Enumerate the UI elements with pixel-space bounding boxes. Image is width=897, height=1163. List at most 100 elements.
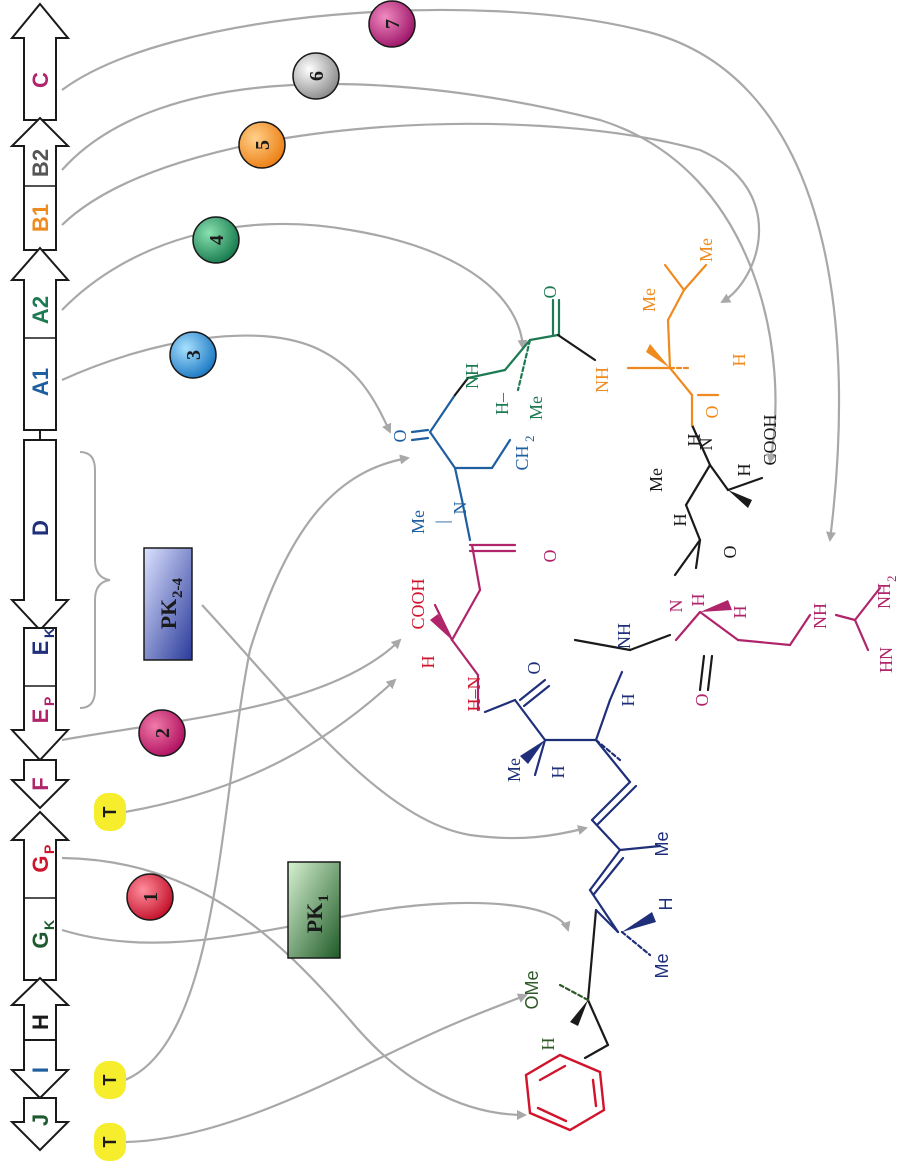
svg-text:E: E [28, 641, 53, 656]
gene-e [9, 627, 71, 762]
t-tags: T T T [94, 793, 126, 1161]
gene-label-h: H [28, 1014, 53, 1030]
gene-label-gp: G P [28, 845, 57, 873]
arrow-gk [61, 901, 571, 944]
svg-text:O: O [692, 694, 712, 707]
svg-text:H: H [729, 354, 749, 367]
svg-text:H: H [670, 514, 690, 527]
gene-j [9, 1097, 71, 1152]
svg-text:NH: NH [614, 623, 634, 649]
svg-text:3: 3 [183, 350, 205, 360]
gene-label-gk: G K [28, 920, 57, 949]
gene-c [9, 2, 71, 121]
svg-text:P: P [41, 845, 57, 854]
svg-text:CH: CH [512, 445, 532, 470]
svg-text:PK: PK [302, 903, 327, 934]
gene-d [9, 439, 71, 632]
step-7: 7 [368, 0, 416, 48]
svg-text:5: 5 [252, 140, 274, 150]
molecule-labels: O N Me | CH 2 NH H– Me O NH Me Me H O H … [390, 238, 897, 1051]
svg-text:2: 2 [522, 436, 537, 443]
svg-text:N: N [696, 438, 716, 451]
svg-text:OMe: OMe [522, 970, 542, 1009]
molecule-bonds [410, 263, 882, 1132]
svg-text:H: H [418, 656, 438, 669]
svg-text:K: K [41, 628, 57, 638]
svg-text:T: T [100, 807, 120, 818]
gene-label-f: F [28, 777, 53, 790]
svg-text:2: 2 [152, 728, 174, 738]
svg-text:Me: Me [646, 468, 666, 492]
svg-text:H: H [656, 898, 676, 911]
gene-label-b1: B1 [28, 204, 53, 232]
gene-g [9, 810, 71, 981]
step-2: 2 [138, 709, 186, 757]
arrow-f [124, 678, 397, 814]
gene-label-j: J [28, 1114, 53, 1126]
svg-text:H: H [548, 766, 568, 779]
svg-text:PK: PK [156, 599, 181, 630]
step-1: 1 [126, 873, 174, 921]
svg-text:H–N: H–N [464, 677, 484, 712]
svg-text:Me: Me [639, 288, 659, 312]
svg-text:Me: Me [526, 396, 546, 420]
arrow-b2 [61, 82, 777, 464]
step-3: 3 [169, 331, 217, 379]
arrow-pk24 [201, 604, 588, 840]
svg-text:Me: Me [504, 758, 524, 782]
svg-text:H: H [734, 464, 754, 477]
svg-text:O: O [390, 430, 410, 443]
svg-text:NH: NH [462, 363, 482, 389]
svg-text:N: N [666, 600, 686, 613]
svg-text:NH: NH [592, 367, 612, 393]
svg-text:COOH: COOH [408, 578, 428, 629]
gene-f [9, 759, 71, 810]
svg-text:O: O [540, 286, 560, 299]
step-5: 5 [238, 121, 286, 169]
svg-text:O: O [540, 550, 560, 563]
svg-text:7: 7 [382, 19, 404, 29]
svg-text:Me: Me [696, 238, 716, 262]
svg-text:2: 2 [884, 576, 897, 583]
gene-label-i: I [28, 1067, 53, 1073]
svg-text:G: G [28, 855, 53, 872]
pathway-arrows [61, 8, 841, 1144]
svg-text:Me: Me [408, 510, 428, 534]
pk24-box: PK 2-4 [143, 547, 193, 661]
svg-text:COOH: COOH [760, 414, 780, 465]
arrow-ep [61, 638, 402, 742]
gene-label-ep: E P [28, 697, 57, 724]
t-tag-i: T [94, 1061, 126, 1099]
gene-cluster [9, 2, 71, 1152]
svg-text:1: 1 [140, 892, 162, 902]
arrow-b1 [61, 122, 761, 304]
svg-text:N: N [450, 502, 470, 515]
pk1-box: PK 1 [287, 861, 341, 959]
arrow-a2 [61, 222, 528, 350]
step-6: 6 [292, 52, 340, 100]
svg-text:E: E [28, 709, 53, 724]
svg-text:H: H [730, 606, 750, 619]
svg-text:T: T [100, 1137, 120, 1148]
arrow-a1 [61, 334, 392, 434]
step-balls: 1 2 3 4 5 6 7 [126, 0, 416, 921]
svg-text:O: O [720, 546, 740, 559]
gene-label-ek: E K [28, 628, 57, 655]
t-tag-j: T [94, 1123, 126, 1161]
svg-text:|: | [432, 520, 452, 524]
arrow-gp [61, 856, 527, 1120]
svg-text:H: H [684, 434, 704, 447]
pk24-bracket [79, 451, 111, 709]
gene-label-a1: A1 [28, 368, 53, 396]
svg-text:H–: H– [492, 392, 512, 415]
svg-text:T: T [100, 1075, 120, 1086]
step-4: 4 [192, 216, 240, 264]
gene-label-c: C [28, 72, 53, 88]
gene-a [9, 246, 71, 431]
gene-i [9, 1039, 71, 1100]
gene-label-d: D [28, 520, 53, 536]
svg-text:O: O [702, 406, 722, 419]
svg-text:H: H [688, 594, 708, 607]
svg-text:K: K [41, 920, 57, 930]
